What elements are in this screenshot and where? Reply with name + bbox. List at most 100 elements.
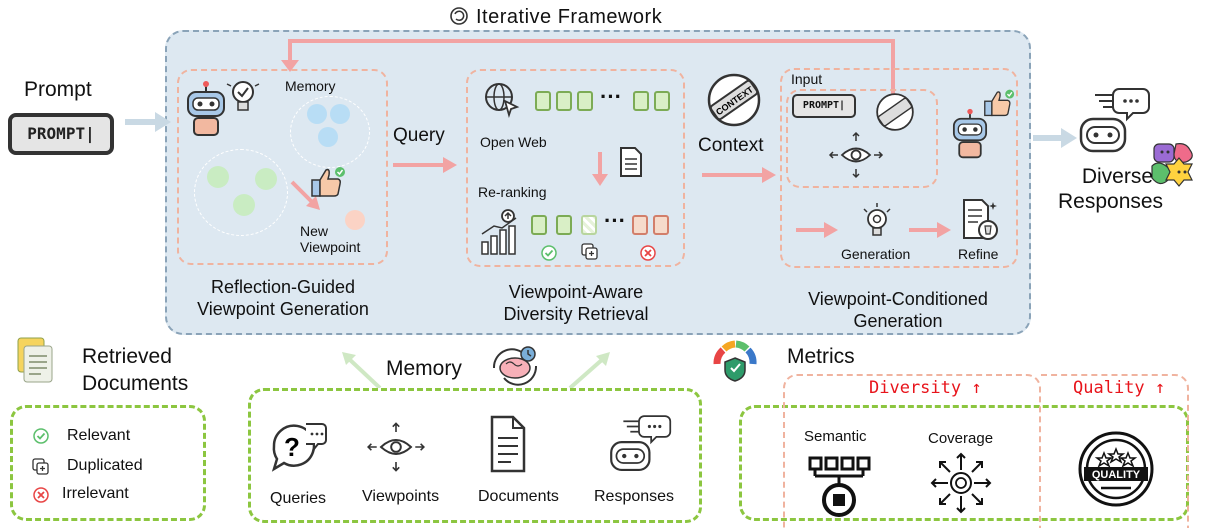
diversity-label: Diversity ↑ (869, 378, 982, 398)
memory-item-viewpoints: Viewpoints (362, 488, 440, 505)
reranking-label: Re-ranking (478, 184, 547, 200)
green-dot (233, 194, 255, 216)
irrelevant-chip (632, 215, 648, 235)
green-dot (207, 166, 229, 188)
refine-label: Refine (958, 246, 999, 262)
stage3-caption: Viewpoint-Conditioned Generation (808, 289, 988, 331)
query-arrow (393, 157, 457, 173)
query-label: Query (393, 125, 445, 146)
input-prompt-text: PROMPT| (802, 100, 846, 111)
web-search-icon (485, 83, 520, 119)
to-refine-arrow (909, 222, 951, 238)
loop-icon (450, 7, 468, 25)
ranking-chart-icon (481, 209, 517, 255)
stage1-caption: Reflection-Guided Viewpoint Generation (197, 277, 369, 319)
coverage-label: Coverage (928, 430, 994, 447)
doc-chip (654, 91, 670, 111)
open-web-label: Open Web (480, 134, 547, 150)
stage2-caption: Viewpoint-Aware Diversity Retrieval (503, 282, 649, 324)
x-circle-icon (640, 245, 656, 261)
generation-bulb-icon (863, 203, 891, 236)
stage1-box (177, 69, 388, 265)
document-icon (620, 147, 642, 177)
quality-badge-icon: QUALITY (1078, 431, 1154, 507)
doc-chip (633, 91, 649, 111)
queries-icon: ? (271, 423, 327, 472)
blue-dot (330, 104, 350, 124)
framework-title: Iterative Framework (448, 5, 662, 29)
retrieved-documents-title: Retrieved Documents (82, 345, 189, 395)
diverse-blobs-icon (1151, 143, 1193, 187)
documents-icon (490, 415, 526, 473)
irrelevant-icon (33, 487, 49, 503)
brain-memory-icon (492, 346, 538, 386)
metrics-gauge-icon (713, 340, 757, 382)
blue-dot (307, 104, 327, 124)
ellipsis: ··· (600, 84, 622, 109)
irrelevant-chip (653, 215, 669, 235)
prompt-label: Prompt (24, 78, 92, 101)
input-prompt-badge: PROMPT| (792, 94, 856, 118)
prompt-badge-text: PROMPT| (27, 124, 95, 143)
down-arrow (592, 152, 608, 186)
response-robot-icon (1079, 88, 1150, 153)
input-box (786, 89, 938, 188)
new-viewpoint-label: New Viewpoint (300, 223, 361, 255)
refine-document-icon (963, 199, 998, 240)
stage3-box (780, 68, 1018, 268)
viewpoint-eye-icon (828, 131, 884, 179)
duplicate-chip (556, 215, 572, 235)
legend-irrelevant: Irrelevant (62, 485, 129, 502)
robot-icon (952, 108, 988, 159)
coverage-icon (930, 452, 992, 514)
stage2-box (466, 69, 685, 267)
memory-title: Memory (386, 357, 462, 380)
relevant-chip (531, 215, 547, 235)
legend-relevant: Relevant (67, 427, 131, 444)
memory-item-queries: Queries (270, 490, 327, 507)
memory-item-documents: Documents (478, 488, 559, 505)
check-circle-icon (541, 245, 557, 261)
context-icon-small (876, 93, 914, 131)
blue-dot (318, 127, 338, 147)
memory-cluster-blue (290, 96, 370, 168)
ellipsis: ··· (604, 208, 626, 233)
responses-icon (610, 415, 672, 472)
quality-box (1041, 374, 1189, 528)
generation-label: Generation (841, 246, 911, 262)
legend-duplicated: Duplicated (67, 457, 143, 474)
lightbulb-icon (226, 81, 260, 111)
context-arrow (702, 167, 776, 183)
retrieved-documents-icon (17, 337, 53, 383)
duplicate-icon (581, 243, 598, 260)
robot-icon (187, 81, 225, 136)
to-generation-arrow (796, 222, 838, 238)
green-dot (255, 168, 277, 190)
metrics-title: Metrics (787, 345, 855, 368)
thumbs-up-icon (984, 89, 1015, 117)
hatched-chip (581, 215, 597, 235)
semantic-network-icon (808, 456, 871, 517)
memory-item-responses: Responses (594, 488, 675, 505)
svg-text:?: ? (284, 432, 300, 462)
quality-label: Quality ↑ (1073, 378, 1166, 398)
context-icon: CONTEXT (707, 73, 761, 127)
relevant-icon (33, 428, 49, 444)
semantic-label: Semantic (804, 428, 867, 445)
input-label: Input (791, 71, 823, 87)
prompt-arrow (125, 112, 171, 132)
thumbs-up-icon (311, 167, 345, 197)
memory-small-label: Memory (285, 78, 336, 94)
doc-chip (556, 91, 572, 111)
output-arrow (1033, 128, 1077, 148)
duplicated-icon (32, 458, 49, 475)
diversity-box (783, 374, 1041, 528)
context-label: Context (698, 135, 764, 156)
quality-badge-text: QUALITY (1092, 469, 1141, 481)
memory-cluster-green (194, 149, 288, 236)
new-viewpoint-dot (345, 210, 365, 230)
viewpoints-icon (367, 422, 425, 472)
prompt-badge: PROMPT| (8, 113, 114, 155)
